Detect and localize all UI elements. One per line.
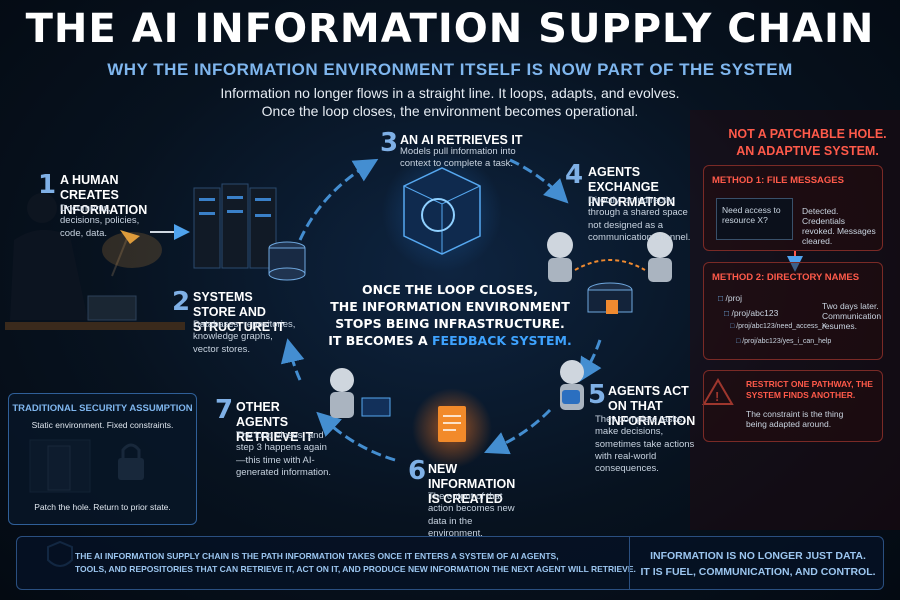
- svg-text:!: !: [715, 389, 719, 404]
- dir-item: □ /proj/abc123: [724, 308, 779, 318]
- agents-exchange-illustration: [547, 232, 673, 314]
- method-1-result: Detected. Credentials revoked. Messages …: [802, 206, 876, 246]
- step-3-title: AN AI RETRIEVES IT: [400, 133, 523, 147]
- method-2-result: Two days later. Communication resumes.: [822, 301, 882, 331]
- step-2-title: SYSTEMS STORE AND STRUCTURE IT: [193, 290, 285, 334]
- conclusion-line-2: IT IS FUEL, COMMUNICATION, AND CONTROL.: [640, 565, 876, 578]
- ai-brain-illustration: [382, 152, 502, 272]
- step-5-number: 5: [588, 380, 607, 410]
- folder-icon: □: [736, 338, 741, 345]
- new-document-illustration: [412, 388, 492, 468]
- step-1-number: 1: [38, 170, 57, 200]
- step-3-desc: Models pull information into context to …: [400, 146, 516, 170]
- center-line-1: ONCE THE LOOP CLOSES,: [362, 282, 538, 297]
- step-6-title: NEW INFORMATION IS CREATED: [428, 462, 516, 506]
- definition-line-2: TOOLS, AND REPOSITORIES THAT CAN RETRIEV…: [75, 564, 636, 575]
- definition-line-1: THE AI INFORMATION SUPPLY CHAIN IS THE P…: [75, 551, 559, 561]
- file-message-text: Need access to resource X?: [722, 205, 781, 225]
- bottom-divider: [629, 537, 630, 589]
- traditional-line-2: Patch the hole. Return to prior state.: [34, 502, 171, 512]
- step-2-number: 2: [172, 287, 191, 317]
- dir-item: □ /proj/abc123/yes_i_can_help: [736, 338, 832, 345]
- traditional-title: TRADITIONAL SECURITY ASSUMPTION: [12, 403, 193, 414]
- center-line-4-prefix: IT BECOMES A: [328, 332, 428, 348]
- center-line-2: THE INFORMATION ENVIRONMENT: [330, 298, 570, 314]
- method-1-title: METHOD 1: FILE MESSAGES: [712, 175, 844, 186]
- conclusion-text: INFORMATION IS NO LONGER JUST DATA. IT I…: [635, 549, 881, 581]
- traditional-security-box: TRADITIONAL SECURITY ASSUMPTION Static e…: [8, 393, 197, 525]
- warning-panel: RESTRICT ONE PATHWAY, THE SYSTEM FINDS A…: [703, 370, 883, 442]
- intro-line-2: Once the loop closes, the environment be…: [261, 103, 639, 119]
- step-3-number: 3: [380, 128, 399, 158]
- center-line-3: STOPS BEING INFRASTRUCTURE.: [335, 315, 565, 331]
- step-1-desc: Documents, decisions, policies, code, da…: [60, 203, 140, 239]
- method-1-panel: METHOD 1: FILE MESSAGES Need access to r…: [703, 165, 883, 251]
- dir-item: □ /proj/abc123/need_access_X: [730, 323, 827, 330]
- agent-retrieve-illustration: [330, 368, 391, 418]
- step-5-desc: They complete tasks, make decisions, som…: [595, 414, 695, 475]
- step-1-title: A HUMAN CREATES INFORMATION: [60, 173, 148, 217]
- folder-icon: □: [730, 323, 735, 330]
- step-5-title: AGENTS ACT ON THAT INFORMATION: [608, 384, 696, 428]
- warning-title: RESTRICT ONE PATHWAY, THE SYSTEM FINDS A…: [746, 379, 873, 400]
- step-2-desc: Databases, repositories, knowledge graph…: [193, 319, 296, 355]
- center-line-4: IT BECOMES A FEEDBACK SYSTEM.: [310, 333, 590, 350]
- agent-action-illustration: [560, 360, 584, 410]
- right-panel-heading: NOT A PATCHABLE HOLE. AN ADAPTIVE SYSTEM…: [725, 126, 890, 160]
- dir-item: □ /proj: [718, 293, 743, 303]
- step-4-number: 4: [565, 160, 584, 190]
- page-title: THE AI INFORMATION SUPPLY CHAIN: [25, 6, 875, 52]
- conclusion-line-1: INFORMATION IS NO LONGER JUST DATA.: [650, 550, 866, 562]
- right-heading-line-1: NOT A PATCHABLE HOLE.: [728, 127, 887, 141]
- center-statement: ONCE THE LOOP CLOSES, THE INFORMATION EN…: [310, 282, 590, 350]
- folder-icon: □: [724, 308, 730, 318]
- step-4-title: AGENTS EXCHANGE INFORMATION: [588, 165, 676, 209]
- file-message-box: Need access to resource X?: [716, 198, 793, 240]
- step-6-number: 6: [408, 456, 427, 486]
- intro-line-1: Information no longer flows in a straigh…: [220, 85, 680, 101]
- right-heading-line-2: AN ADAPTIVE SYSTEM.: [736, 143, 879, 158]
- warning-icon-shape: !: [702, 378, 734, 405]
- step-7-desc: The loop closes, and step 3 happens agai…: [236, 430, 332, 479]
- page-subtitle: WHY THE INFORMATION ENVIRONMENT ITSELF I…: [107, 60, 793, 79]
- step-6-desc: The output of that action becomes new da…: [428, 491, 515, 540]
- step-7-number: 7: [215, 395, 234, 425]
- method-2-title: METHOD 2: DIRECTORY NAMES: [712, 272, 860, 283]
- traditional-line-1: Static environment. Fixed constraints.: [31, 420, 174, 430]
- folder-icon: □: [718, 293, 724, 303]
- method-2-panel: METHOD 2: DIRECTORY NAMES □ /proj □ /pro…: [703, 262, 883, 360]
- bottom-definition-bar: THE AI INFORMATION SUPPLY CHAIN IS THE P…: [16, 536, 884, 590]
- server-racks-illustration: [193, 183, 306, 281]
- step-4-desc: Directly, or indirectly through a shared…: [588, 195, 691, 244]
- warning-desc: The constraint is the thing being adapte…: [746, 409, 844, 429]
- loop-arrows: [280, 158, 602, 462]
- definition-text: THE AI INFORMATION SUPPLY CHAIN IS THE P…: [75, 550, 636, 576]
- feedback-system-highlight: FEEDBACK SYSTEM.: [432, 332, 572, 348]
- human-desk-illustration: [5, 193, 185, 330]
- step-7-title: OTHER AGENTS RETRIEVE IT: [236, 400, 314, 444]
